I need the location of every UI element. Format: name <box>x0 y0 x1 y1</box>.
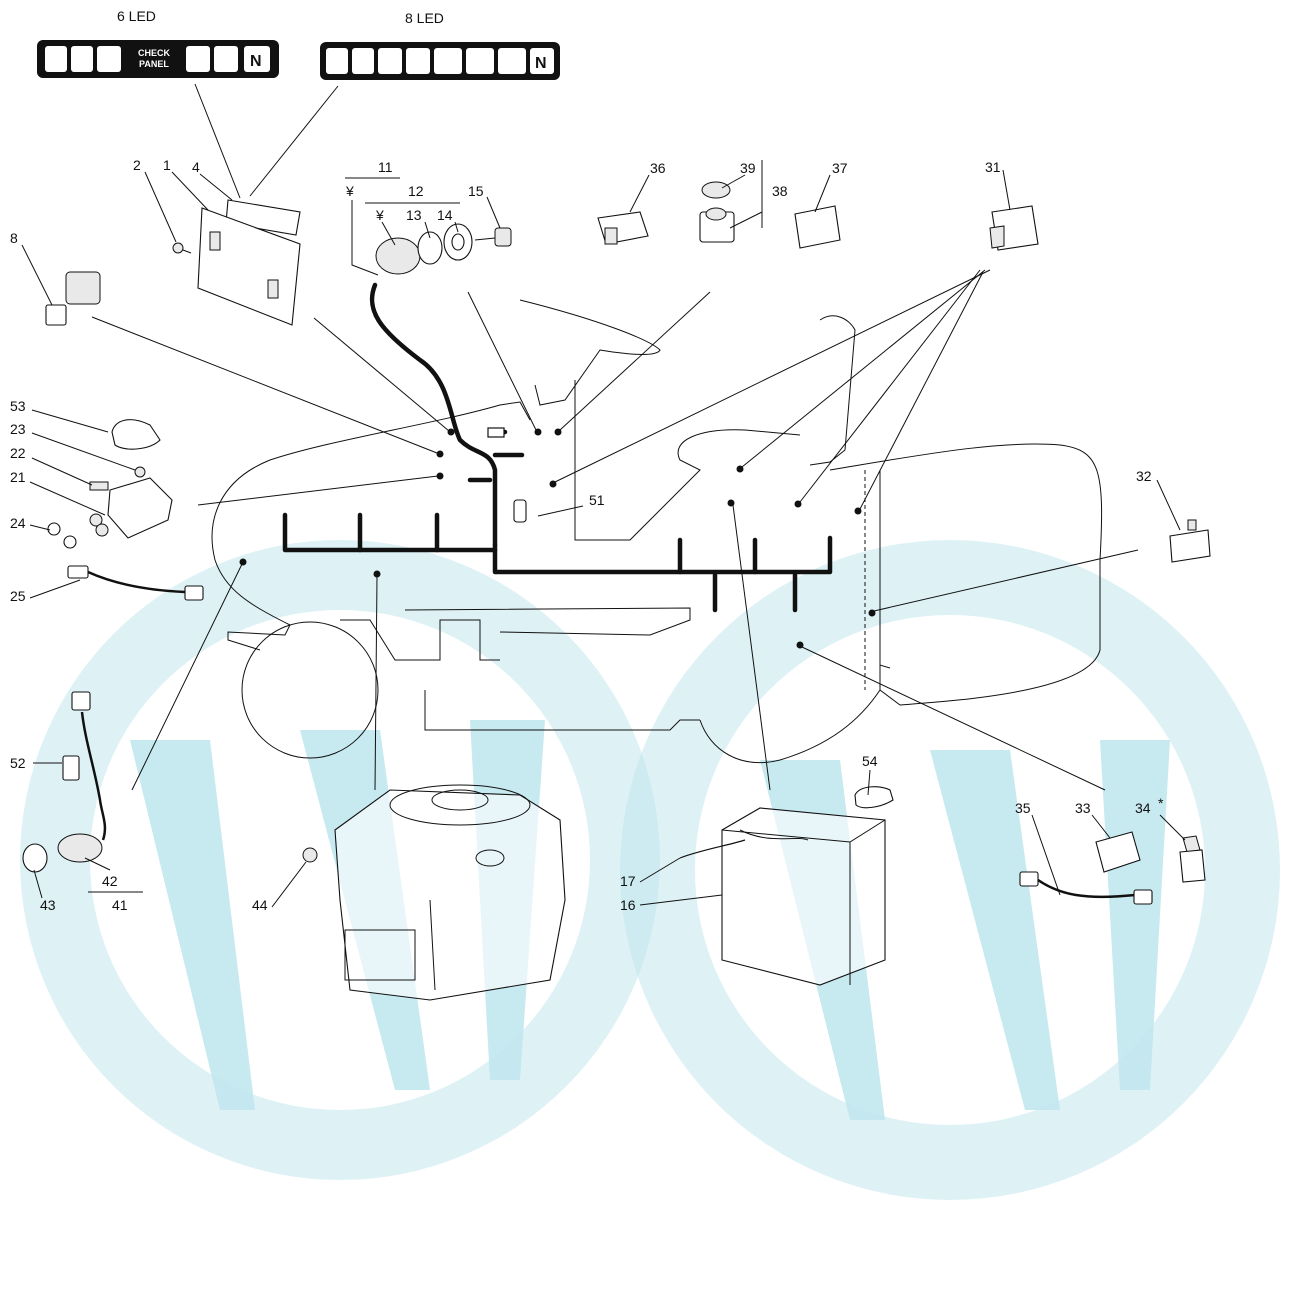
callout-38: 38 <box>772 183 788 199</box>
nut-44-part <box>302 847 318 863</box>
six-led-panel-text: PANEL <box>139 59 169 69</box>
asterisk-symbol: * <box>1158 795 1164 811</box>
callout-54: 54 <box>862 753 878 769</box>
led-sticker-part <box>225 199 301 236</box>
callout-37: 37 <box>832 160 848 176</box>
callout-41: 41 <box>112 897 128 913</box>
callout-42: 42 <box>102 873 118 889</box>
terminal-boot-part <box>111 419 161 450</box>
nut-part <box>134 466 146 478</box>
switch-32-part <box>1169 519 1211 563</box>
callout-35: 35 <box>1015 800 1031 816</box>
callout-15: 15 <box>468 183 484 199</box>
callout-4: 4 <box>192 159 200 175</box>
callout-31: 31 <box>985 159 1001 175</box>
watermark-gear-right <box>620 540 1280 1200</box>
six-led-panel: CHECK PANEL N <box>37 40 279 78</box>
callout-13: 13 <box>406 207 422 223</box>
six-led-check-text: CHECK <box>138 48 171 58</box>
callout-44: 44 <box>252 897 268 913</box>
callout-1: 1 <box>163 157 171 173</box>
leader-lines <box>91 269 1139 791</box>
callout-21: 21 <box>10 469 26 485</box>
eight-led-panel: N <box>320 42 560 80</box>
callout-23: 23 <box>10 421 26 437</box>
callout-14: 14 <box>437 207 453 223</box>
callout-16: 16 <box>620 897 636 913</box>
washer-part-a <box>47 522 61 536</box>
wiring-harness <box>282 282 833 613</box>
screw-part <box>172 242 192 254</box>
callout-25: 25 <box>10 588 26 604</box>
sensor-bracket-part <box>45 271 101 326</box>
callout-32: 32 <box>1136 468 1152 484</box>
callout-24: 24 <box>10 515 26 531</box>
headlight-assembly-part <box>22 691 107 873</box>
circuit-board-part <box>197 207 301 326</box>
ignition-key-part <box>474 227 512 247</box>
rocker-switch-part <box>597 211 649 245</box>
callout-43: 43 <box>40 897 56 913</box>
callout-8: 8 <box>10 230 18 246</box>
callout-52: 52 <box>10 755 26 771</box>
wire-clip-part <box>513 499 527 523</box>
callout-39: 39 <box>740 160 756 176</box>
yen-symbol-b: ¥ <box>375 207 384 223</box>
engine-part <box>334 784 566 1001</box>
push-button-part <box>699 181 735 243</box>
callout-33: 33 <box>1075 800 1091 816</box>
callout-2: 2 <box>133 157 141 173</box>
seat-switch-part <box>794 205 841 249</box>
switch-31-part <box>989 205 1039 251</box>
callout-22: 22 <box>10 445 26 461</box>
battery-part <box>679 786 894 986</box>
ignition-switch-part <box>375 223 473 275</box>
connection-dots <box>239 428 876 649</box>
sensor-34-part <box>1179 835 1206 883</box>
six-led-neutral-letter: N <box>250 53 262 70</box>
callout-53: 53 <box>10 398 26 414</box>
eight-led-label: 8 LED <box>405 10 444 26</box>
callout-12: 12 <box>408 183 424 199</box>
callout-11: 11 <box>378 159 393 175</box>
eight-led-neutral-letter: N <box>535 55 547 72</box>
callout-17: 17 <box>620 873 636 889</box>
yen-symbol-a: ¥ <box>345 183 354 199</box>
relay-part <box>1095 831 1141 873</box>
six-led-label: 6 LED <box>117 8 156 24</box>
washer-part-b <box>63 535 77 549</box>
solenoid-part <box>89 477 173 539</box>
callout-36: 36 <box>650 160 666 176</box>
callout-51: 51 <box>589 492 605 508</box>
callout-34: 34 <box>1135 800 1151 816</box>
cable-25-part <box>67 565 204 601</box>
cable-35-part <box>1019 871 1153 905</box>
callout-leaders <box>21 160 1186 908</box>
tractor-outline <box>211 299 1103 764</box>
bolt-part <box>89 481 109 491</box>
callout-numbers: 2 1 4 8 11 ¥ 12 ¥ 13 14 15 36 39 38 37 3… <box>10 157 1164 913</box>
